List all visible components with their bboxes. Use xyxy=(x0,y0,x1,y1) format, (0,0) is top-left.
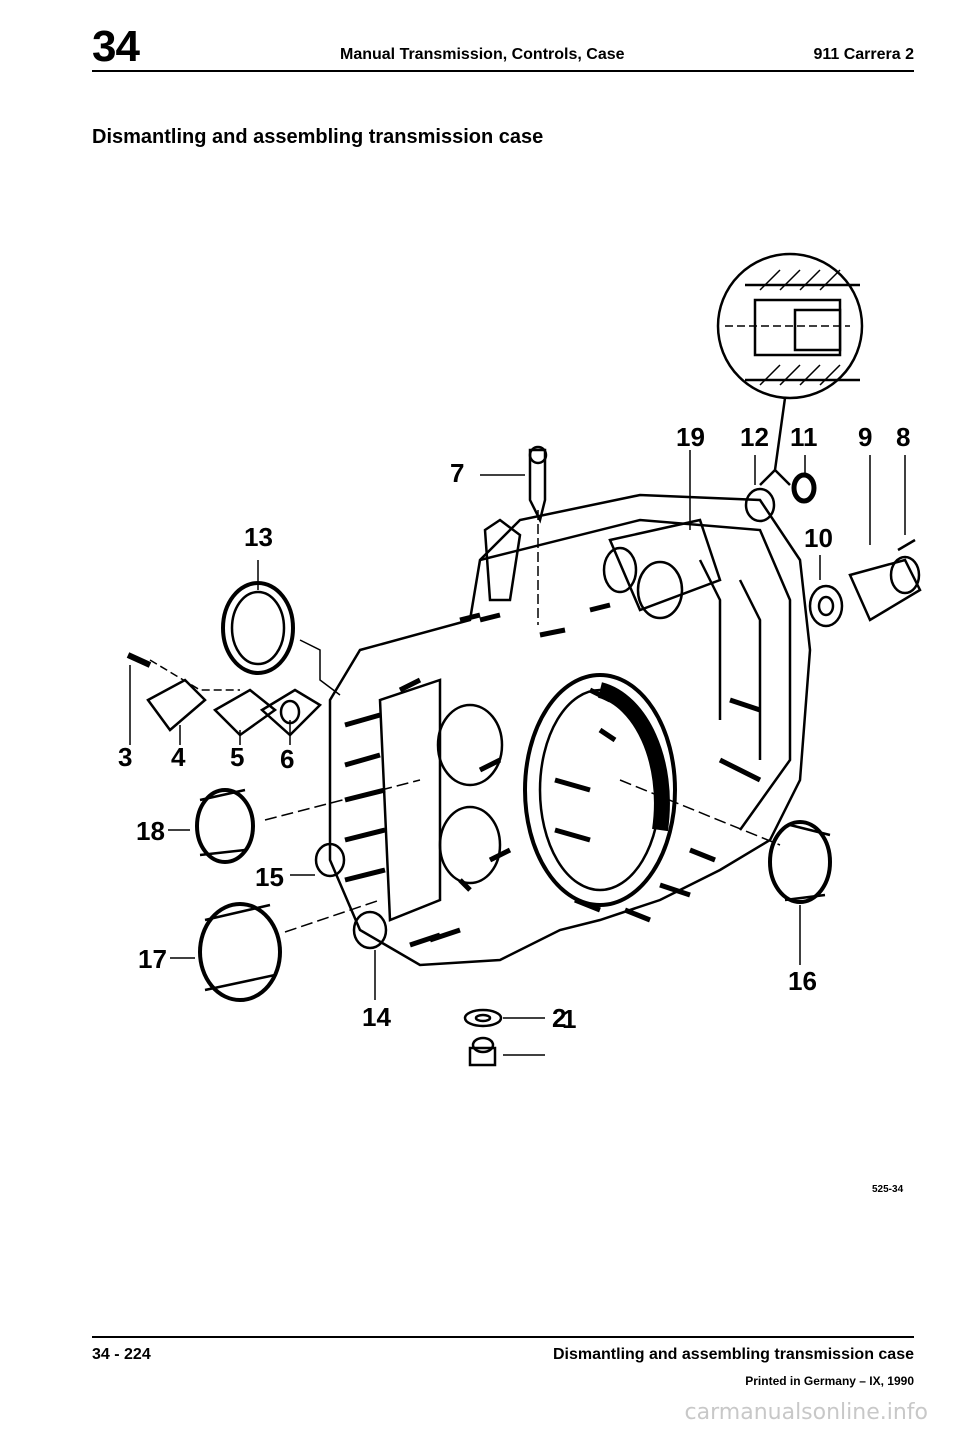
watermark: carmanualsonline.info xyxy=(684,1400,928,1425)
callout-12: 12 xyxy=(740,422,769,452)
section-title: Dismantling and assembling transmission … xyxy=(92,126,544,148)
callout-2: 2 xyxy=(552,1003,566,1033)
callout-4: 4 xyxy=(171,742,186,772)
callout-18: 18 xyxy=(136,816,165,846)
callout-16: 16 xyxy=(788,966,817,996)
leader-lines xyxy=(129,450,906,1056)
vehicle-model: 911 Carrera 2 xyxy=(813,46,914,63)
callout-1: 1 xyxy=(562,1004,576,1034)
callout-8: 8 xyxy=(896,422,910,452)
figure-reference: 525-34 xyxy=(872,1184,904,1195)
callout-3: 3 xyxy=(118,742,132,772)
footer-rule xyxy=(92,1336,914,1338)
callout-13: 13 xyxy=(244,522,273,552)
callout-10: 10 xyxy=(804,523,833,553)
callout-5: 5 xyxy=(230,742,244,772)
page-number: 34 - 224 xyxy=(92,1346,151,1363)
callout-11: 11 xyxy=(790,422,818,452)
callout-17: 17 xyxy=(138,944,167,974)
print-note: Printed in Germany – IX, 1990 xyxy=(745,1374,914,1388)
callout-15: 15 xyxy=(255,862,284,892)
callout-14: 14 xyxy=(362,1002,391,1032)
footer-title: Dismantling and assembling transmission … xyxy=(553,1346,914,1363)
parts xyxy=(126,445,922,1067)
chapter-number: 34 xyxy=(92,22,140,71)
header-rule xyxy=(92,70,914,72)
callout-9: 9 xyxy=(858,422,872,452)
chapter-title: Manual Transmission, Controls, Case xyxy=(340,46,625,63)
detail-magnifier xyxy=(716,252,864,486)
callout-19: 19 xyxy=(676,422,705,452)
callout-7: 7 xyxy=(450,458,464,488)
callout-6: 6 xyxy=(280,744,294,774)
transmission-case xyxy=(328,493,812,967)
